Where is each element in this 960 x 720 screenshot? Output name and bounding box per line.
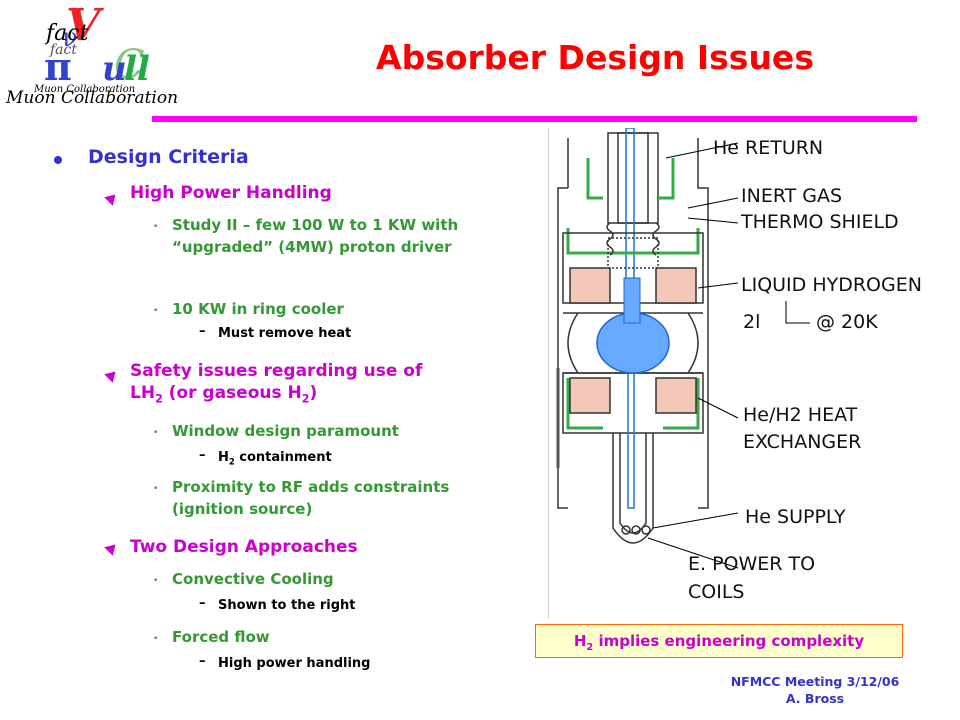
svg-text:fact: fact — [49, 42, 77, 58]
collaboration-logo: V C u π ν ll fact fact Muon Collaboratio… — [4, 0, 184, 115]
bullet-proximity-rf: Proximity to RF adds constraints (igniti… — [172, 478, 450, 518]
svg-text:u: u — [102, 49, 127, 89]
diamond-bullet — [104, 367, 120, 383]
label-he-supply: He SUPPLY — [745, 506, 846, 528]
bullet-forced-flow: Forced flow — [172, 628, 270, 646]
logo-text-small: Muon Collaboration — [33, 84, 135, 95]
label-epower-2: COILS — [688, 581, 744, 603]
svg-text:V: V — [66, 0, 104, 51]
small-bullet: • — [153, 222, 159, 232]
label-liquid-hydrogen: LIQUID HYDROGEN — [741, 274, 922, 296]
footer: NFMCC Meeting 3/12/06 A. Bross — [700, 673, 930, 707]
small-bullet: • — [153, 576, 159, 586]
svg-text:π: π — [44, 44, 72, 89]
small-bullet: • — [153, 306, 159, 316]
diamond-bullet — [104, 540, 120, 556]
bullet-remove-heat: Must remove heat — [218, 326, 352, 341]
bullet-design-criteria: Design Criteria — [88, 146, 249, 168]
bullet-window-design: Window design paramount — [172, 422, 399, 440]
label-he-return: He RETURN — [713, 137, 823, 159]
bullet-high-power: High Power Handling — [130, 183, 332, 203]
logo-text-fact: fact — [44, 21, 89, 46]
label-lh-temp: @ 20K — [816, 311, 878, 333]
bullet-h2-containment: H2 containment — [218, 450, 332, 467]
bullet-study-ii: Study II – few 100 W to 1 KW with “upgra… — [172, 216, 459, 256]
label-heat-exchanger-1: He/H2 HEAT — [743, 404, 858, 426]
diamond-bullet — [104, 190, 120, 206]
footer-author: A. Bross — [785, 691, 845, 706]
label-heat-exchanger-2: EXCHANGER — [743, 431, 861, 453]
svg-text:ll: ll — [124, 49, 150, 89]
title-divider — [152, 116, 917, 122]
small-bullet: • — [153, 634, 159, 644]
bullet-safety-issues: Safety issues regarding use of LH2 (or g… — [130, 361, 423, 406]
bullet-dot — [54, 156, 62, 164]
bullet-two-approaches: Two Design Approaches — [130, 537, 358, 557]
bullet-shown-right: Shown to the right — [218, 598, 356, 613]
label-epower-1: E. POWER TO — [688, 553, 815, 575]
bullet-convective: Convective Cooling — [172, 570, 334, 588]
small-bullet: • — [153, 484, 159, 494]
bullet-ring-cooler: 10 KW in ring cooler — [172, 300, 344, 318]
bullet-high-power-handling: High power handling — [218, 656, 371, 671]
svg-text:C: C — [114, 42, 145, 88]
label-thermo-shield: THERMO SHIELD — [740, 211, 899, 233]
small-bullet: • — [153, 428, 159, 438]
label-inert-gas: INERT GAS — [741, 185, 842, 207]
complexity-callout: H2 implies engineering complexity — [535, 624, 903, 658]
slide-title: Absorber Design Issues — [376, 38, 814, 77]
svg-text:ν: ν — [62, 23, 78, 53]
footer-meeting: NFMCC Meeting 3/12/06 — [730, 674, 900, 689]
absorber-diagram: He RETURN INERT GAS THERMO SHIELD LIQUID… — [547, 127, 958, 623]
logo-text-collaboration: Muon Collaboration — [5, 88, 178, 108]
label-lh-volume: 2l — [743, 311, 760, 333]
